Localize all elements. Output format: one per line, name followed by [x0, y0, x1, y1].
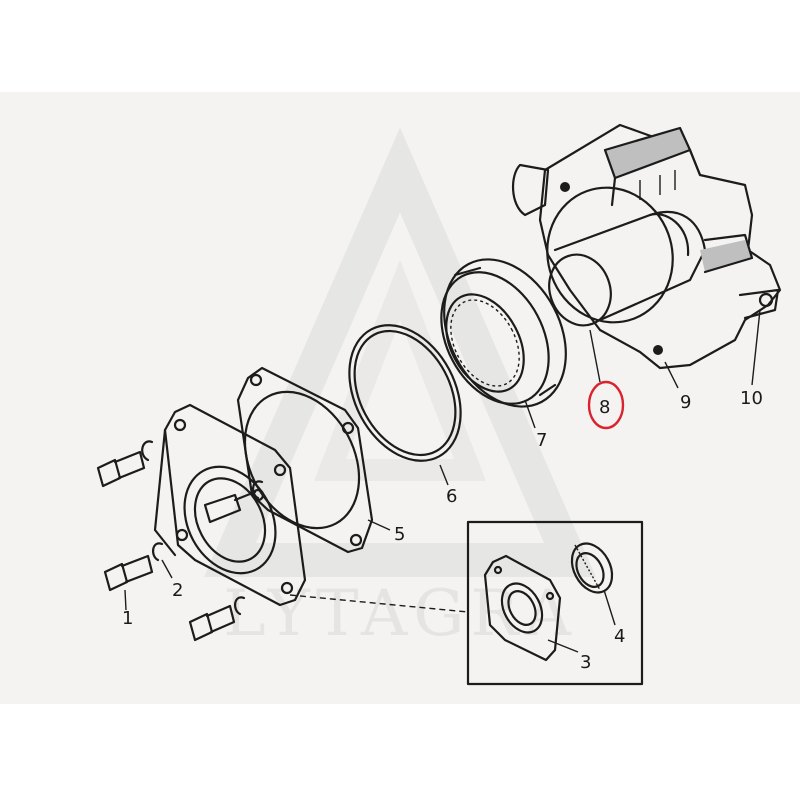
part-7-ball-bearing — [440, 258, 567, 408]
part-labels: 1 2 3 4 5 6 7 8 9 10 — [122, 388, 763, 673]
label-part-4: 4 — [614, 626, 625, 647]
label-part-9: 9 — [680, 392, 691, 413]
highlight-circle-part-8 — [587, 380, 625, 430]
watermark-text: LYTAGRA — [223, 577, 577, 651]
part-9-housing — [512, 123, 782, 370]
label-part-2: 2 — [172, 580, 183, 601]
label-part-7: 7 — [536, 430, 547, 451]
leader-lines — [124, 309, 761, 653]
watermark: LYTAGRA — [204, 127, 596, 651]
label-part-8: 8 — [599, 397, 610, 418]
label-part-6: 6 — [446, 486, 457, 507]
cover-plate — [153, 403, 307, 607]
label-part-3: 3 — [580, 652, 591, 673]
part-2-washers — [141, 440, 264, 616]
label-part-5: 5 — [394, 524, 405, 545]
part-3-flange — [483, 554, 562, 662]
label-part-1: 1 — [122, 608, 133, 629]
part-6-o-ring — [348, 324, 462, 462]
part-1-bolts — [96, 450, 236, 642]
label-part-10: 10 — [740, 388, 763, 409]
